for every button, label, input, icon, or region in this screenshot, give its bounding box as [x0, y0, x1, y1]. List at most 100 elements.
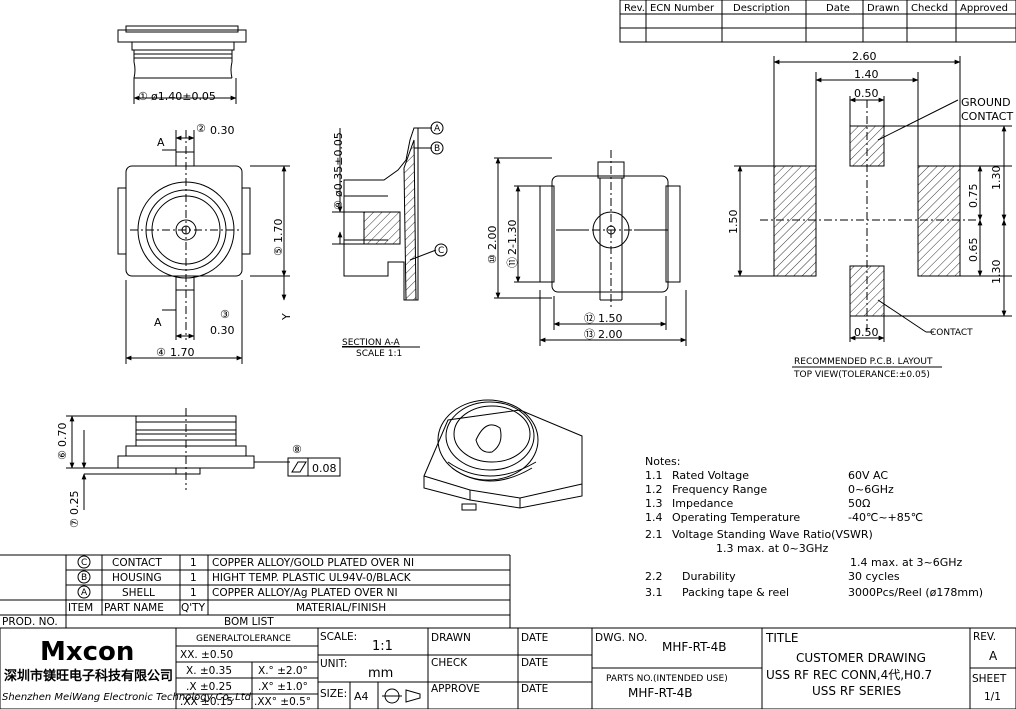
dim-top-diameter-num: ① — [138, 90, 148, 103]
date-label-2: DATE — [521, 657, 548, 669]
front-top-view — [117, 130, 290, 364]
pcb-dim-075: 0.75 — [967, 184, 980, 209]
packing-value: 3000Pcs/Reel (ø178mm) — [848, 586, 983, 599]
bom-header-material: MATERIAL/FINISH — [296, 602, 386, 614]
pcb-dim-050-top: 0.50 — [854, 87, 879, 100]
bom-row-2-symbol: B — [81, 573, 87, 583]
dim-pin-diameter-num: ⑨ — [332, 200, 345, 210]
company-name-cn: 深圳市镁旺电子科技有限公司 — [4, 668, 173, 684]
pcb-dim-050-bottom: 0.50 — [854, 326, 879, 339]
dim-170-v: 1.70 — [272, 219, 285, 244]
parts-no-value: MHF-RT-4B — [628, 686, 693, 700]
durability-value: 30 cycles — [848, 570, 900, 583]
scale-value: 1:1 — [372, 639, 393, 654]
prod-no-label: PROD. NO. — [2, 616, 58, 628]
isometric-view — [423, 399, 583, 511]
durability-label: Durability — [682, 570, 736, 583]
flatness-value: 0.08 — [312, 462, 337, 475]
dim-200-h: 2.00 — [598, 328, 623, 341]
pcb-ground-contact-2: CONTACT — [961, 110, 1013, 123]
note-3-label: Impedance — [672, 497, 733, 510]
bom-row-3-material: COPPER ALLOY/Ag PLATED OVER NI — [212, 587, 398, 599]
dim-200-v-num: ⑩ — [486, 254, 499, 264]
checkd-header: Checkd — [911, 3, 948, 14]
date-header: Date — [826, 3, 850, 14]
bom-header-name: PART NAME — [104, 602, 164, 614]
note-3-value: 50Ω — [848, 497, 870, 510]
bom-row-1-name: CONTACT — [112, 557, 162, 569]
bom-row-1-material: COPPER ALLOY/GOLD PLATED OVER NI — [212, 557, 414, 569]
dim-150-h-num: ⑫ — [584, 312, 595, 325]
title-block — [0, 627, 1016, 709]
durability-num: 2.2 — [645, 570, 663, 583]
title-line-3: USS RF SERIES — [812, 684, 901, 698]
bom-row-3-symbol-circle — [77, 585, 91, 599]
pcb-dim-065: 0.65 — [967, 238, 980, 263]
dim-pin-diameter: ø0.35±0.05 — [332, 132, 345, 197]
pcb-ground-contact-1: GROUND — [961, 96, 1011, 109]
title-line-1: CUSTOMER DRAWING — [796, 651, 926, 665]
pcb-dim-130-right: 1.30 — [990, 166, 1003, 191]
side-view — [66, 408, 341, 510]
note-2-label: Frequency Range — [672, 483, 767, 496]
dim-030-lower: 0.30 — [210, 324, 235, 337]
approve-label: APPROVE — [431, 683, 480, 695]
bom-list-label: BOM LIST — [224, 616, 274, 628]
top-side-view — [117, 25, 247, 104]
vswr-line-2: 1.4 max. at 3~6GHz — [850, 556, 963, 569]
revision-table — [619, 0, 1016, 43]
dim-170-h-num: ④ — [156, 346, 166, 359]
size-value: A4 — [354, 690, 369, 703]
size-label: SIZE: — [320, 688, 347, 700]
bom-row-2-symbol-circle — [77, 570, 91, 584]
dwg-no-value: MHF-RT-4B — [662, 640, 727, 654]
packing-num: 3.1 — [645, 586, 663, 599]
pcb-subtitle: TOP VIEW(TOLERANCE:±0.05) — [793, 370, 930, 380]
balloon-a — [430, 121, 444, 135]
bom-row-1-qty: 1 — [190, 557, 197, 569]
note-2-num: 1.2 — [645, 483, 663, 496]
bom-header-item: ITEM — [68, 602, 93, 614]
note-2-value: 0~6GHz — [848, 483, 894, 496]
dim-030-lower-num: ③ — [220, 308, 230, 321]
bom-row-3-symbol: A — [81, 588, 88, 598]
dim-200-h-num: ⑬ — [584, 328, 595, 341]
bom-row-2-name: HOUSING — [112, 572, 162, 584]
check-label: CHECK — [431, 657, 468, 669]
date-label-1: DATE — [521, 632, 548, 644]
bom-header-qty: Q'TY — [181, 602, 206, 614]
tolerance-4b: .XX° ±0.5° — [254, 696, 311, 708]
bom-row-1-symbol: C — [81, 558, 87, 568]
description-header: Description — [733, 3, 790, 14]
dim-side-height: 0.70 — [56, 423, 69, 448]
bom-row-1-symbol-circle — [77, 555, 91, 569]
section-letter-bottom: A — [154, 316, 162, 329]
company-name-en: Shenzhen MeiWang Electronic Technology C… — [2, 692, 254, 703]
dim-side-base-num: ⑦ — [68, 518, 81, 528]
dim-top-diameter: ø1.40±0.05 — [151, 90, 216, 103]
dim-side-height-num: ⑥ — [56, 450, 69, 460]
approved-header: Approved — [960, 3, 1008, 14]
pcb-dim-150: 1.50 — [727, 210, 740, 235]
title-line-2: USS RF REC CONN,4代,H0.7 — [766, 668, 932, 682]
tolerance-2b: X.° ±2.0° — [258, 665, 308, 677]
sheet-label: SHEET — [972, 673, 1007, 685]
dim-030-top-num: ② — [196, 122, 206, 135]
packing-label: Packing tape & reel — [682, 586, 789, 599]
bom-row-2-qty: 1 — [190, 572, 197, 584]
balloon-c — [434, 243, 448, 257]
tolerance-3a: .X ±0.25 — [186, 681, 232, 693]
company-logo: Mxcon — [40, 637, 134, 667]
bottom-view — [494, 150, 687, 346]
bom-row-3-name: SHELL — [122, 587, 155, 599]
vswr-line-1: 1.3 max. at 0~3GHz — [716, 542, 829, 555]
notes-heading: Notes: — [645, 455, 680, 468]
note-4-label: Operating Temperature — [672, 511, 800, 524]
pcb-title: RECOMMENDED P.C.B. LAYOUT — [794, 357, 933, 367]
scale-label: SCALE: — [320, 631, 357, 643]
pcb-dim-260: 2.60 — [852, 50, 877, 63]
balloon-a-label: A — [434, 124, 441, 134]
note-4-num: 1.4 — [645, 511, 663, 524]
